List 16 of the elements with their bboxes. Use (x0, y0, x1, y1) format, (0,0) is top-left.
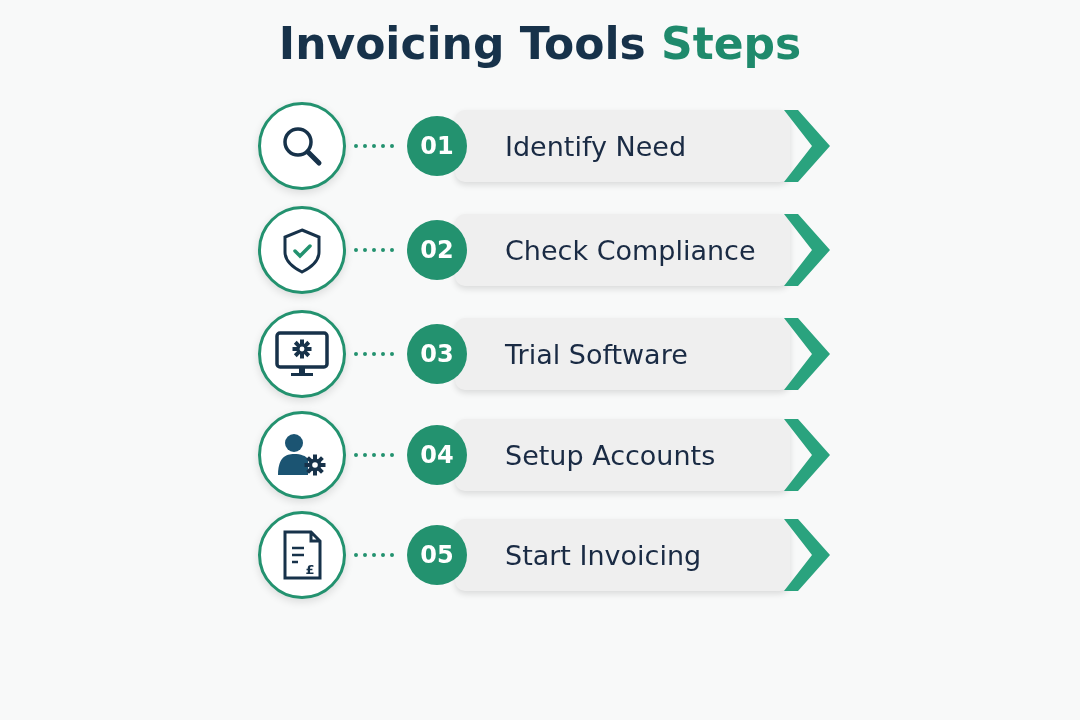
icon-circle (258, 206, 346, 294)
step-label: Setup Accounts (505, 439, 716, 471)
icon-circle (258, 310, 346, 398)
step-number-badge: 03 (407, 324, 467, 384)
step-label: Trial Software (505, 338, 688, 370)
step-label: Identify Need (505, 130, 687, 162)
step-label: Start Invoicing (505, 539, 702, 571)
step-number-badge: 01 (407, 116, 467, 176)
step-number-badge: 05 (407, 525, 467, 585)
title: Invoicing Tools Steps (277, 18, 803, 69)
step-number-badge: 04 (407, 425, 467, 485)
step-label: Check Compliance (505, 234, 756, 266)
icon-circle (258, 511, 346, 599)
icon-circle (258, 102, 346, 190)
step-number-badge: 02 (407, 220, 467, 280)
icon-circle (258, 411, 346, 499)
